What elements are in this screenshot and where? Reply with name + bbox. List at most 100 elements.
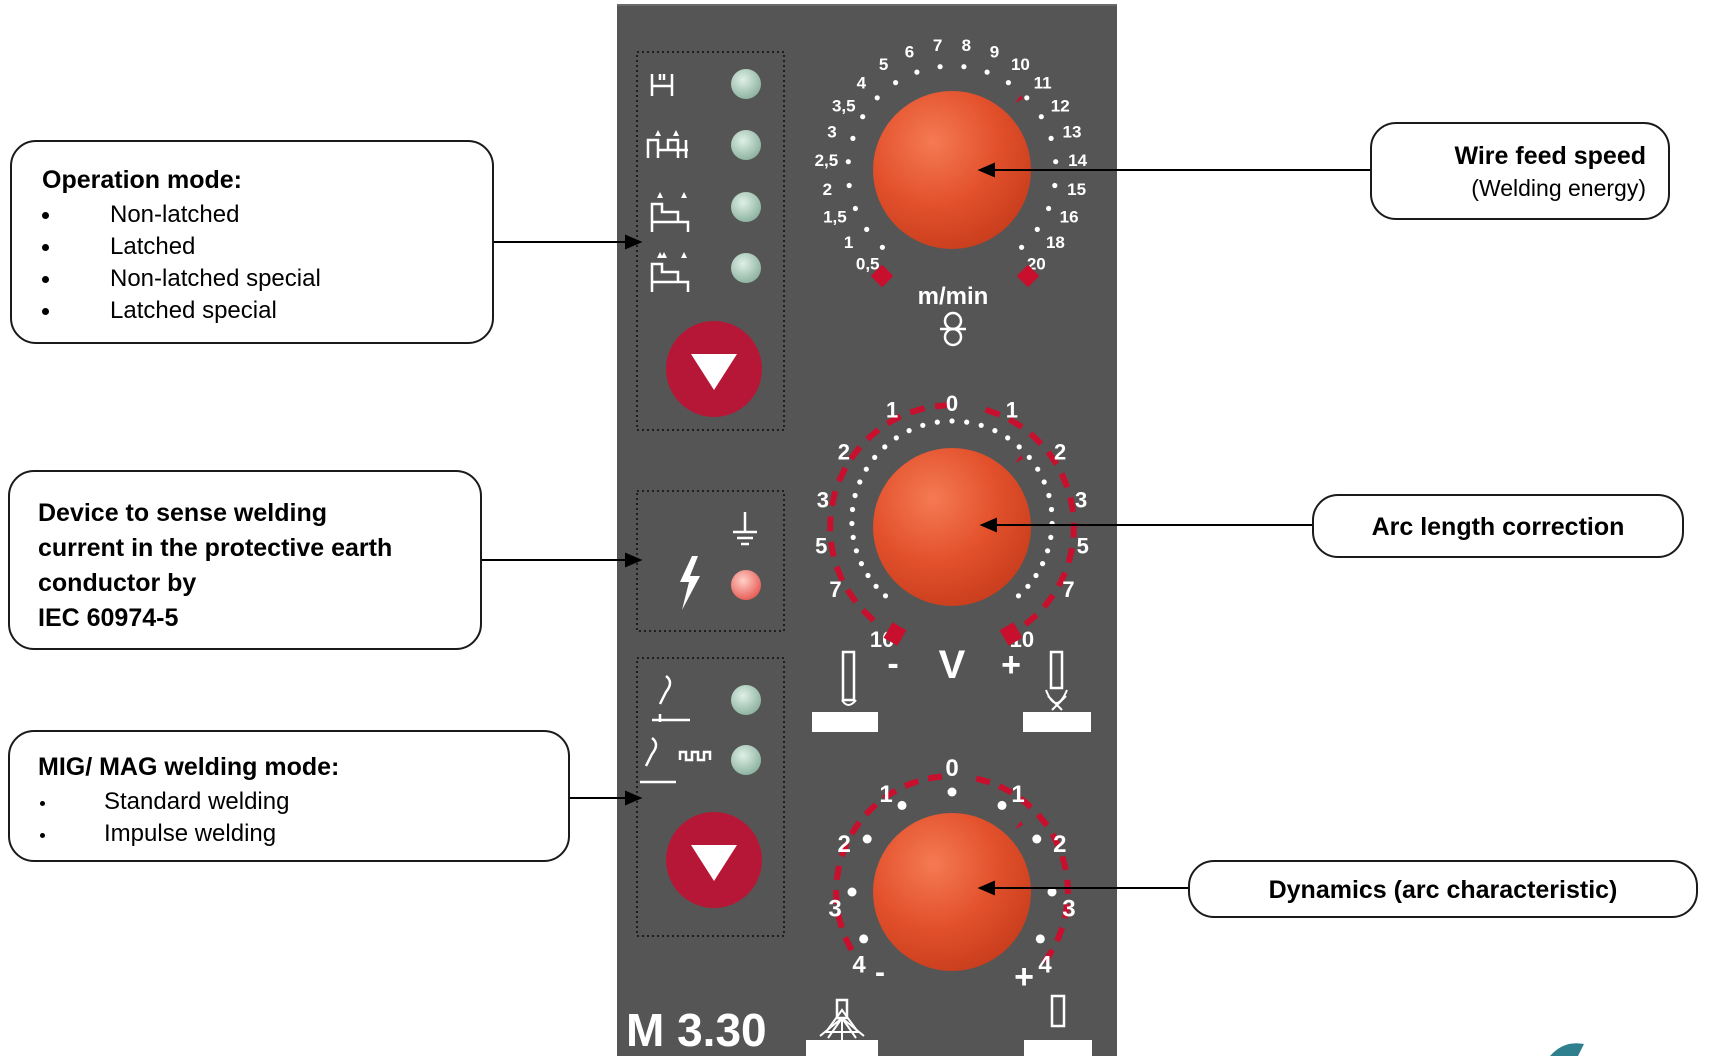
model-label: M 3.30 — [626, 1004, 767, 1056]
dyn-scale-dot — [1032, 835, 1041, 844]
list-item: Non-latched special — [42, 263, 492, 295]
arc-scale-label: 0 — [946, 391, 958, 416]
arc-scale-dot — [1016, 593, 1021, 598]
arc-ring-segment — [1069, 548, 1072, 563]
arc-ring-segment — [1070, 498, 1073, 513]
led-non-latched — [731, 69, 761, 99]
arc-scale-dot — [1042, 479, 1047, 484]
dyn-scale-dot — [898, 801, 907, 810]
wire-feed-subtitle: (Welding energy) — [1372, 173, 1646, 204]
wire-scale-label: 16 — [1060, 208, 1079, 227]
dyn-minus-label: - — [875, 956, 885, 989]
wire-scale-dot — [1049, 136, 1054, 141]
callout-dynamics: Dynamics (arc characteristic) — [1188, 860, 1698, 918]
dyn-ring-segment — [928, 776, 942, 778]
wire-scale-dot — [846, 159, 851, 164]
wire-scale-dot — [853, 206, 858, 211]
arc-scale-dot — [864, 467, 869, 472]
operation-mode-list: Non-latched Latched Non-latched special … — [42, 199, 492, 327]
arc-ring-segment — [831, 542, 834, 557]
welding-mode-list: Standard welding Impulse welding — [38, 786, 568, 850]
arc-scale-dot — [853, 493, 858, 498]
dyn-scale-label: 1 — [1011, 781, 1024, 808]
wire-scale-label: 11 — [1034, 74, 1052, 93]
arc-ring-segment — [832, 491, 835, 506]
wire-scale-dot — [914, 70, 919, 75]
wire-scale-label: 1 — [844, 233, 853, 252]
callout-wire-feed: Wire feed speed (Welding energy) — [1370, 122, 1670, 220]
logo-fragment — [1550, 1043, 1584, 1056]
wire-scale-label: 3,5 — [832, 96, 856, 115]
wire-scale-dot — [961, 64, 966, 69]
wire-scale-dot — [1024, 95, 1029, 100]
led-latched-special — [731, 253, 761, 283]
dyn-scale-label: 2 — [838, 831, 851, 858]
dyn-scale-label: 1 — [879, 781, 892, 808]
arc-scale-label: 1 — [1006, 397, 1018, 422]
arc-unit-label: V — [939, 643, 966, 687]
arc-scale-dot — [872, 455, 877, 460]
arc-length-title: Arc length correction — [1314, 511, 1682, 544]
operation-mode-button[interactable] — [666, 321, 762, 417]
led-latched — [731, 130, 761, 160]
callout-welding-mode: MIG/ MAG welding mode: Standard welding … — [8, 730, 570, 862]
arc-scale-dot — [874, 584, 879, 589]
arc-plus-label: + — [1001, 646, 1021, 684]
wire-scale-label: 7 — [933, 36, 942, 55]
wire-scale-dot — [893, 80, 898, 85]
arc-length-knob[interactable] — [873, 448, 1031, 606]
wire-scale-label: 18 — [1046, 233, 1065, 252]
list-item: Latched special — [42, 295, 492, 327]
list-item: Non-latched — [42, 199, 492, 231]
led-earth-sense — [731, 570, 761, 600]
arc-scale-dot — [1005, 435, 1010, 440]
dyn-scale-dot — [863, 835, 872, 844]
list-item: Latched — [42, 231, 492, 263]
arc-scale-dot — [1049, 507, 1054, 512]
dyn-scale-label: 0 — [945, 755, 958, 782]
dyn-ring-segment — [837, 866, 839, 880]
wire-scale-label: 14 — [1068, 151, 1087, 170]
arc-scale-dot — [883, 593, 888, 598]
wire-scale-label: 3 — [827, 123, 836, 142]
wire-scale-label: 8 — [962, 36, 971, 55]
wire-scale-dot — [1039, 114, 1044, 119]
wire-unit-label: m/min — [918, 283, 989, 310]
arc-scale-dot — [1045, 548, 1050, 553]
arc-scale-dot — [1025, 584, 1030, 589]
sense-line: Device to sense welding — [38, 496, 480, 531]
arc-scale-label: 2 — [1054, 439, 1066, 464]
arc-scale-label: 1 — [886, 397, 898, 422]
wire-feed-title: Wire feed speed — [1372, 140, 1646, 173]
wire-scale-dot — [860, 114, 865, 119]
wire-scale-label: 9 — [990, 42, 999, 61]
arc-scale-dot — [992, 428, 997, 433]
wire-scale-dot — [1046, 206, 1051, 211]
wire-scale-dot — [847, 183, 852, 188]
arc-scale-dot — [907, 428, 912, 433]
wire-scale-dot — [1019, 245, 1024, 250]
arc-scale-label: 3 — [1075, 488, 1087, 513]
welding-mode-button[interactable] — [666, 812, 762, 908]
dyn-scale-label: 4 — [852, 952, 866, 979]
wire-scale-dot — [850, 136, 855, 141]
arc-scale-dot — [979, 423, 984, 428]
dynamics-knob[interactable] — [873, 813, 1031, 971]
wire-scale-dot — [938, 64, 943, 69]
arc-scale-dot — [850, 507, 855, 512]
list-item: Impulse welding — [38, 818, 568, 850]
arc-scale-dot — [1033, 573, 1038, 578]
wire-scale-dot — [1053, 159, 1058, 164]
led-impulse-welding — [731, 745, 761, 775]
arc-scale-dot — [859, 561, 864, 566]
dyn-ring-segment — [1062, 856, 1066, 870]
wire-scale-label: 6 — [905, 42, 914, 61]
arc-scale-dot — [1035, 467, 1040, 472]
arc-scale-dot — [882, 444, 887, 449]
dyn-plus-label: + — [1014, 958, 1034, 996]
wire-scale-label: 15 — [1067, 180, 1086, 199]
wire-scale-label: 2 — [823, 180, 832, 199]
wire-scale-label: 10 — [1011, 55, 1030, 74]
arc-scale-dot — [865, 573, 870, 578]
list-item: Standard welding — [38, 786, 568, 818]
